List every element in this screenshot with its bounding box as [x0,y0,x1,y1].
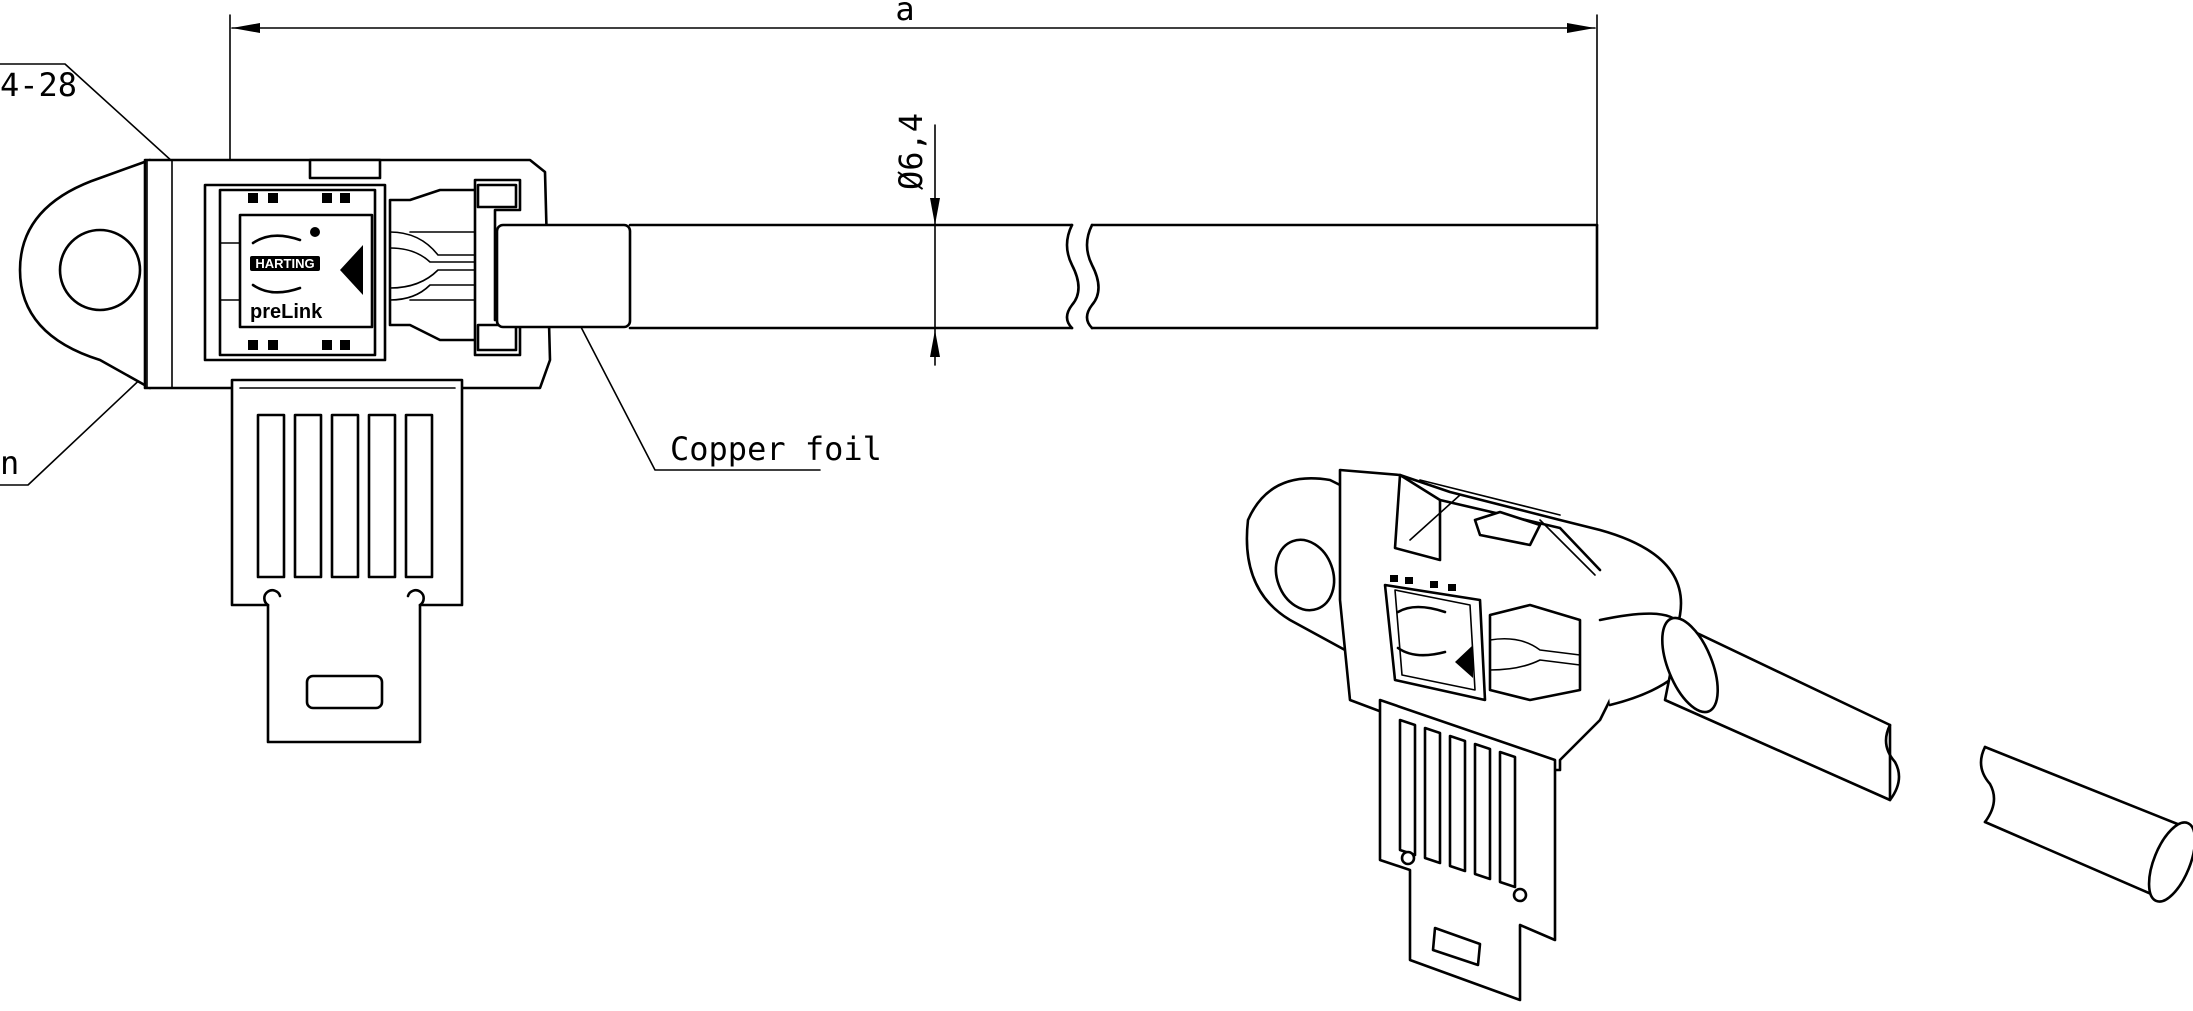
cable-front-view [628,223,1599,330]
dimension-diameter: Ø6,4 [892,113,940,366]
callout-copper-foil: Copper foil [562,295,882,471]
dimension-length-label: a [895,0,914,28]
iso-mounting-hole [1274,538,1336,612]
isometric-view-connector [1245,468,2193,1002]
front-view-connector: HARTING preLink [18,158,632,744]
callout-left-bottom-label: n [0,444,19,482]
mounting-hole [58,228,142,312]
dimension-length: a [229,0,1598,226]
logo-product: preLink [250,301,323,323]
dimension-diameter-label: Ø6,4 [892,113,930,190]
callout-copper-foil-label: Copper foil [670,430,882,468]
arrow-icon [340,245,363,295]
callout-awg-label: 4-28 [0,66,77,104]
logo-brand: HARTING [255,256,314,271]
